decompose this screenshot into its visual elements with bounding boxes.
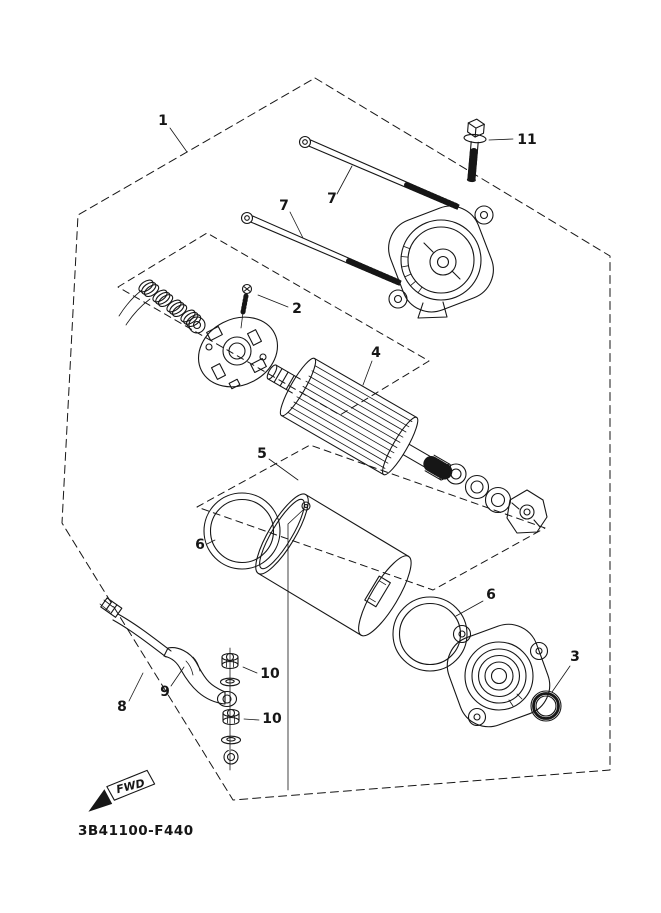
subassembly-boundary-upper bbox=[117, 232, 430, 416]
callout-10-upper: 10 bbox=[260, 666, 280, 682]
callout-labels: 1 2 3 4 5 6 6 7 7 8 9 10 10 11 bbox=[117, 113, 580, 727]
callout-1: 1 bbox=[158, 113, 168, 129]
diagram-part-code: 3B41100-F440 bbox=[78, 823, 194, 839]
callout-10-lower: 10 bbox=[262, 711, 282, 727]
callout-8: 8 bbox=[117, 699, 127, 715]
o-ring-left bbox=[203, 492, 281, 570]
callout-2: 2 bbox=[292, 301, 302, 317]
callout-11: 11 bbox=[517, 132, 536, 148]
brush-springs bbox=[118, 279, 206, 334]
callout-7-left: 7 bbox=[279, 198, 289, 214]
through-bolt-upper bbox=[298, 135, 460, 210]
callout-7-right: 7 bbox=[327, 191, 337, 207]
lead-wire-assembly bbox=[99, 597, 238, 708]
fwd-marker: FWD bbox=[88, 769, 156, 812]
outer-dashed-boundary bbox=[61, 77, 611, 801]
terminal-stack bbox=[219, 647, 242, 771]
callout-6-left: 6 bbox=[195, 537, 205, 553]
brush-plate bbox=[197, 316, 279, 390]
subassembly-boundary-lower bbox=[196, 444, 546, 591]
callout-3: 3 bbox=[570, 649, 580, 665]
callout-9: 9 bbox=[160, 684, 170, 700]
callout-5: 5 bbox=[257, 446, 267, 462]
callout-6-right: 6 bbox=[486, 587, 496, 603]
callout-leader-lines bbox=[128, 127, 571, 721]
o-ring-right bbox=[392, 596, 468, 672]
armature bbox=[266, 357, 453, 481]
end-bracket bbox=[506, 489, 548, 534]
shaft-washers bbox=[445, 463, 512, 514]
yoke-housing bbox=[255, 493, 412, 637]
callout-4: 4 bbox=[371, 345, 381, 361]
fwd-arrow-icon bbox=[88, 789, 113, 812]
through-bolt-lower bbox=[240, 211, 402, 286]
end-cover bbox=[388, 205, 494, 319]
brush-plate-screw bbox=[240, 283, 253, 329]
o-ring-small bbox=[530, 690, 562, 722]
front-cover bbox=[446, 623, 551, 728]
flange-bolt bbox=[463, 118, 487, 183]
